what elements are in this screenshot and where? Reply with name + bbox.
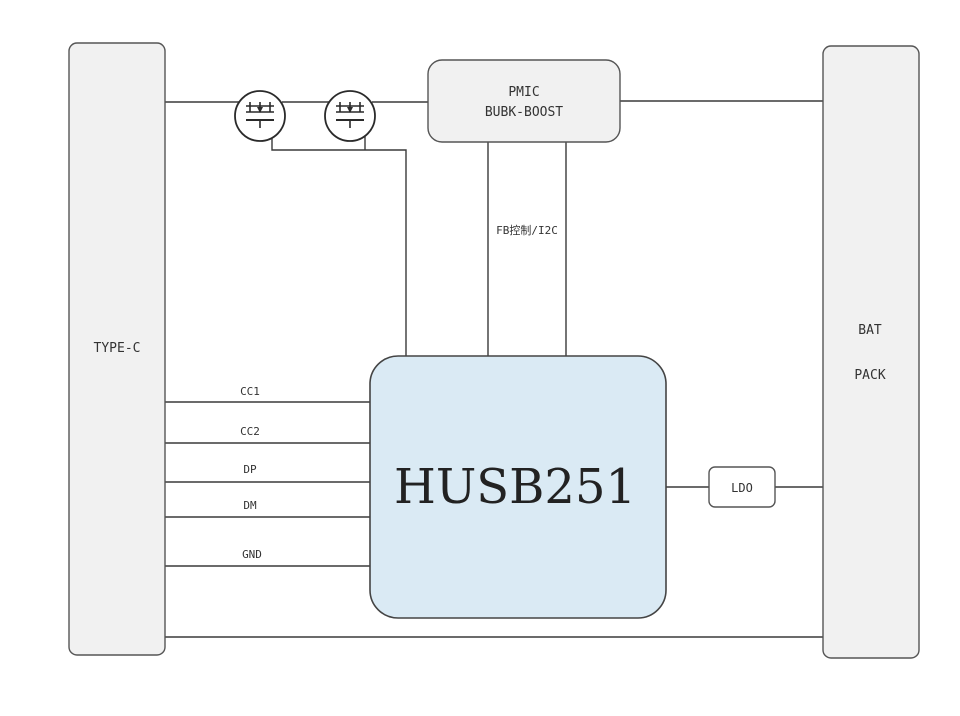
mosfet-icon (324, 90, 376, 142)
pack-label: PACK (854, 368, 885, 383)
chip-box (369, 355, 667, 619)
pmic-mode-label: BUBK-BOOST (485, 105, 563, 120)
ldo-block: LDO (708, 466, 776, 508)
type-c-box (68, 42, 166, 656)
bat-pack-box (822, 45, 920, 659)
husb251-chip: HUSB251 (369, 355, 667, 619)
gate-control-wire (271, 130, 407, 356)
signal-label-cc2: CC2 (240, 425, 260, 438)
pmic-label: PMIC (508, 85, 539, 100)
bus-label: FB控制/I2C (496, 223, 558, 237)
signal-label-gnd: GND (242, 548, 262, 561)
signal-label-dp: DP (243, 463, 257, 476)
ldo-box (708, 466, 776, 508)
pmic-box (427, 59, 621, 143)
type-c-label: TYPE-C (94, 341, 141, 356)
chip-label: HUSB251 (394, 459, 636, 515)
signal-label-dm: DM (243, 499, 257, 512)
mosfet-icon (234, 90, 286, 142)
type-c-block: TYPE-C (68, 42, 166, 656)
ldo-label: LDO (731, 481, 753, 495)
bat-pack-block: BAT PACK (822, 45, 920, 659)
pmic-block: PMIC BUBK-BOOST (427, 59, 621, 143)
signal-label-cc1: CC1 (240, 385, 260, 398)
bat-label: BAT (858, 323, 882, 338)
